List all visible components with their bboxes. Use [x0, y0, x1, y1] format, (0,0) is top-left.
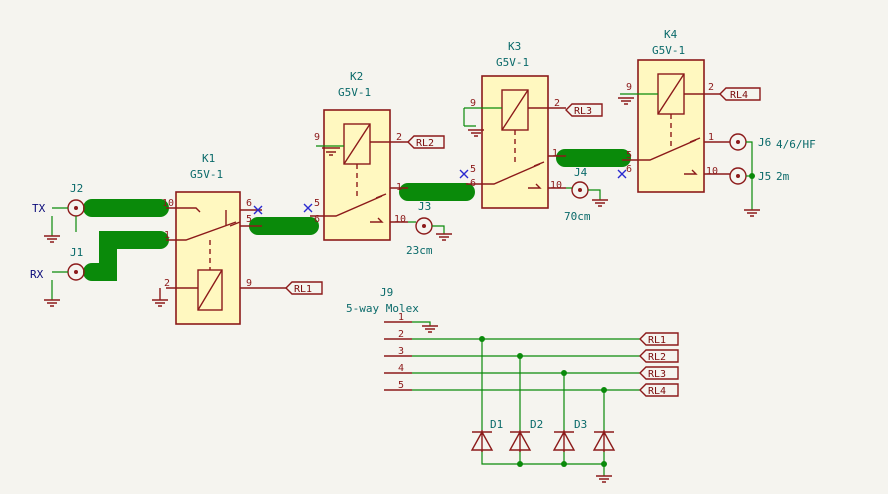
label-rl2-k2: RL2 — [407, 135, 445, 149]
svg-text:RL4: RL4 — [730, 90, 748, 101]
j9-pin-3: 3 — [398, 346, 404, 357]
k2-pin-10: 10 — [394, 214, 406, 225]
label-rl3-k3: RL3 — [565, 103, 603, 117]
diode-array: D1 D2 D3 — [470, 336, 616, 483]
k2-pin-2: 2 — [396, 132, 402, 143]
label-rl1-k1: RL1 — [285, 281, 323, 295]
k2-ref: K2 — [350, 70, 363, 83]
k4-pin-2: 2 — [708, 82, 714, 93]
k4-value: G5V-1 — [652, 44, 685, 57]
connector-j4: J4 70cm — [564, 166, 608, 223]
connector-j1: J1 RX — [30, 246, 85, 307]
label-rl3: RL3 — [639, 366, 679, 380]
label-rl2: RL2 — [639, 349, 679, 363]
relay-k2: K2 G5V-1 9 2 5 6 1 10 — [303, 70, 408, 241]
d1-ref: D1 — [490, 418, 503, 431]
j9-value: 5-way Molex — [346, 302, 419, 315]
d2-ref: D2 — [530, 418, 543, 431]
j2-ref: J2 — [70, 182, 83, 195]
connector-j5: J5 2m — [729, 167, 790, 217]
k3-pin-2: 2 — [554, 98, 560, 109]
k4-pin-9: 9 — [626, 82, 632, 93]
svg-text:RL1: RL1 — [294, 284, 312, 295]
k1-pin-9: 9 — [246, 278, 252, 289]
connector-j3: J3 23cm — [406, 200, 452, 257]
relay-k3: K3 G5V-1 9 2 5 6 1 10 — [459, 40, 566, 209]
j9-pin-1: 1 — [398, 312, 404, 323]
k4-pin-6: 6 — [626, 164, 632, 175]
k4-pin-1: 1 — [708, 132, 714, 143]
connector-j2: J2 TX — [32, 182, 85, 243]
j6-ref: J6 — [758, 136, 771, 149]
relay-k4: K4 G5V-1 9 2 5 6 1 10 — [617, 28, 730, 193]
svg-text:RL2: RL2 — [416, 138, 434, 149]
j1-ref: J1 — [70, 246, 83, 259]
d3-ref: D3 — [574, 418, 587, 431]
k4-pin-5: 5 — [626, 150, 632, 161]
tx-net-label: TX — [32, 202, 46, 215]
k2-value: G5V-1 — [338, 86, 371, 99]
rx-net-label: RX — [30, 268, 44, 281]
k3-pin-6: 6 — [470, 178, 476, 189]
label-rl4: RL4 — [639, 383, 679, 397]
svg-text:RL2: RL2 — [648, 352, 666, 363]
j9-pin-4: 4 — [398, 363, 404, 374]
j4-value: 70cm — [564, 210, 591, 223]
coax-rx-trace — [83, 231, 169, 281]
molex-j9: J9 5-way Molex 1 2 3 4 5 — [346, 286, 640, 391]
k3-pin-1: 1 — [552, 148, 558, 159]
j5-ref: J5 — [758, 170, 771, 183]
j9-pin-2: 2 — [398, 329, 404, 340]
j5-value: 2m — [776, 170, 790, 183]
k3-ref: K3 — [508, 40, 521, 53]
k2-pin-6: 6 — [314, 214, 320, 225]
k4-ref: K4 — [664, 28, 678, 41]
j9-pin-5: 5 — [398, 380, 404, 391]
k1-pin-2: 2 — [164, 278, 170, 289]
j9-ref: J9 — [380, 286, 393, 299]
k3-pin-10: 10 — [550, 180, 562, 191]
k1-pin-6: 6 — [246, 198, 252, 209]
k4-pin-10: 10 — [706, 166, 718, 177]
k3-pin-9: 9 — [470, 98, 476, 109]
k3-value: G5V-1 — [496, 56, 529, 69]
j3-value: 23cm — [406, 244, 433, 257]
k1-value: G5V-1 — [190, 168, 223, 181]
k1-pin-1: 1 — [164, 230, 170, 241]
connector-j6: J6 4/6/HF — [729, 133, 816, 210]
svg-text:RL1: RL1 — [648, 335, 666, 346]
svg-text:RL3: RL3 — [648, 369, 666, 380]
k1-ref: K1 — [202, 152, 215, 165]
svg-text:RL4: RL4 — [648, 386, 666, 397]
j3-ref: J3 — [418, 200, 431, 213]
relay-k1: K1 G5V-1 10 1 6 5 2 9 — [152, 152, 286, 325]
k1-pin-10: 10 — [162, 198, 174, 209]
k3-pin-5: 5 — [470, 164, 476, 175]
label-rl1: RL1 — [639, 332, 679, 346]
j6-value: 4/6/HF — [776, 138, 816, 151]
k1-pin-5: 5 — [246, 214, 252, 225]
k2-pin-1: 1 — [396, 182, 402, 193]
k2-pin-9: 9 — [314, 132, 320, 143]
label-rl4-k4: RL4 — [719, 87, 761, 101]
svg-text:RL3: RL3 — [574, 106, 592, 117]
k2-pin-5: 5 — [314, 198, 320, 209]
j4-ref: J4 — [574, 166, 588, 179]
